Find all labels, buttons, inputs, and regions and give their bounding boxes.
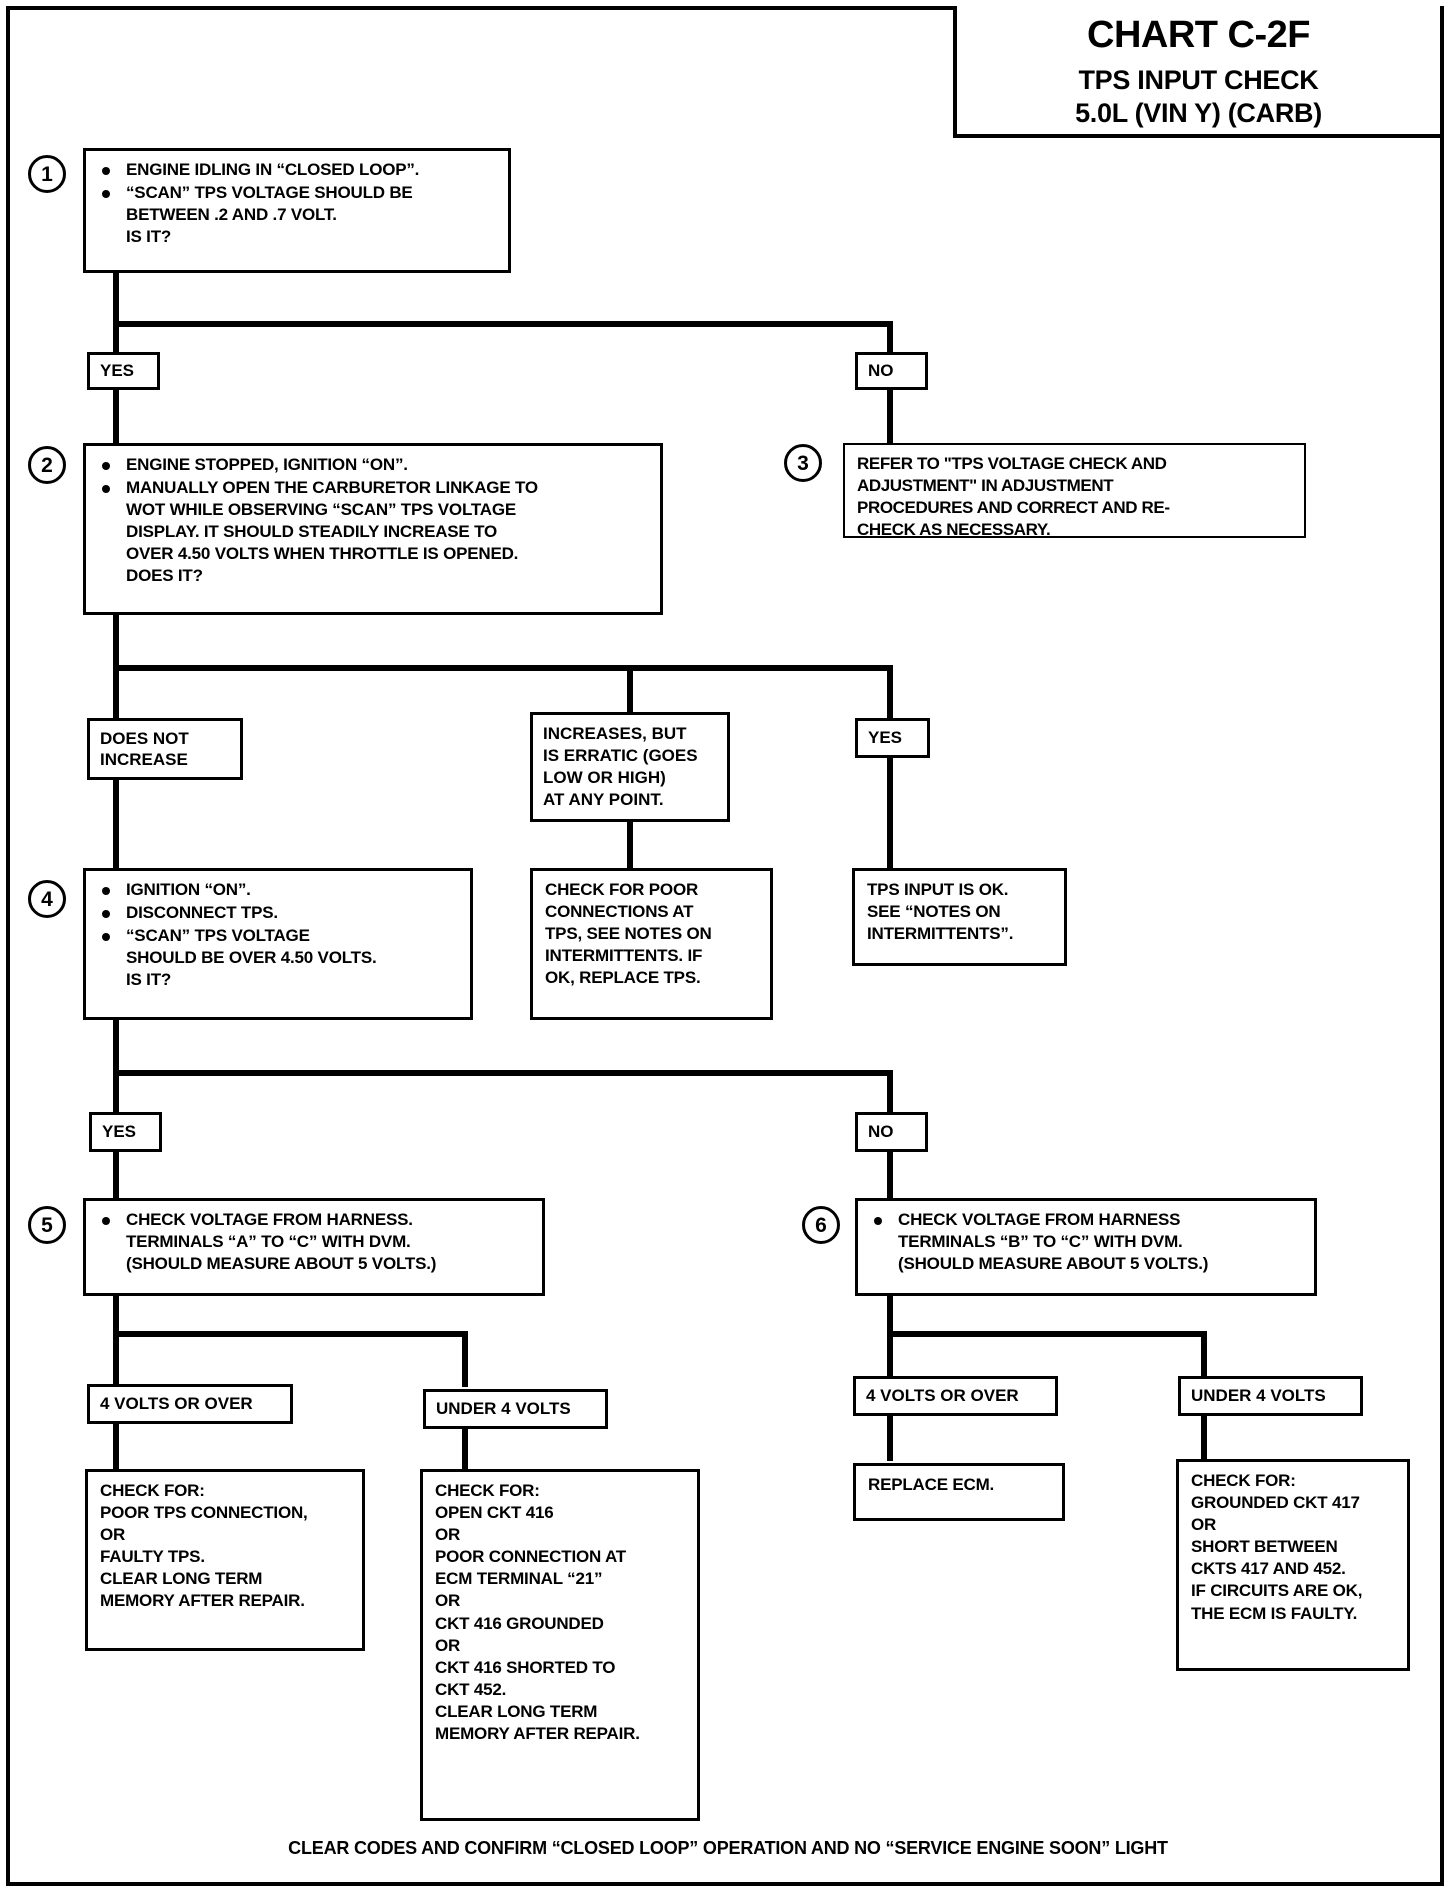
label-no-step1: NO <box>855 352 928 390</box>
label-4-volts-or-over-right: 4 VOLTS OR OVER <box>853 1376 1058 1416</box>
label-yes-step2: YES <box>855 718 930 758</box>
label-no-step4: NO <box>855 1112 928 1152</box>
box-5-bullet-list: CHECK VOLTAGE FROM HARNESS. TERMINALS “A… <box>98 1209 532 1275</box>
box-step-4: IGNITION “ON”. DISCONNECT TPS. “SCAN” TP… <box>83 868 473 1020</box>
connector-2-b3-down <box>887 665 893 720</box>
connector-5r-to-action <box>462 1429 468 1474</box>
connector-6-left-down <box>887 1331 893 1379</box>
box-step-2: ENGINE STOPPED, IGNITION “ON”. MANUALLY … <box>83 443 663 615</box>
connector-1-yes-down <box>113 321 119 354</box>
label-under-4-volts-left: UNDER 4 VOLTS <box>423 1389 608 1429</box>
box-6-bullet-0: CHECK VOLTAGE FROM HARNESS TERMINALS “B”… <box>870 1209 1304 1275</box>
step-circle-5: 5 <box>28 1206 66 1244</box>
connector-2-b1-down <box>113 665 119 720</box>
connector-no1-to-box3 <box>887 390 893 446</box>
box-5-bullet-0: CHECK VOLTAGE FROM HARNESS. TERMINALS “A… <box>98 1209 532 1275</box>
box-2-bullet-list: ENGINE STOPPED, IGNITION “ON”. MANUALLY … <box>98 454 650 588</box>
chart-subtitle: 5.0L (VIN Y) (CARB) <box>1075 98 1322 128</box>
box-action-5-left: CHECK FOR: POOR TPS CONNECTION, OR FAULT… <box>85 1469 365 1651</box>
step-circle-2: 2 <box>28 446 66 484</box>
connector-6-down <box>887 1296 893 1336</box>
box-erratic-action: CHECK FOR POOR CONNECTIONS AT TPS, SEE N… <box>530 868 773 1020</box>
connector-4-split <box>113 1070 893 1076</box>
connector-erratic-to-box <box>627 822 633 870</box>
chart-title: TPS INPUT CHECK <box>1078 65 1319 95</box>
box-step-5: CHECK VOLTAGE FROM HARNESS. TERMINALS “A… <box>83 1198 545 1296</box>
connector-6-split <box>887 1331 1207 1337</box>
step-circle-4: 4 <box>28 880 66 918</box>
footer-note: CLEAR CODES AND CONFIRM “CLOSED LOOP” OP… <box>288 1838 1168 1858</box>
box-1-bullet-1: “SCAN” TPS VOLTAGE SHOULD BE BETWEEN .2 … <box>98 182 498 248</box>
chart-id: CHART C-2F <box>1087 14 1310 56</box>
box-6-bullet-list: CHECK VOLTAGE FROM HARNESS TERMINALS “B”… <box>870 1209 1304 1275</box>
connector-4-down <box>113 1020 119 1075</box>
label-under-4-volts-right: UNDER 4 VOLTS <box>1178 1376 1363 1416</box>
connector-2-down <box>113 615 119 668</box>
box-action-6-left: REPLACE ECM. <box>853 1463 1065 1521</box>
connector-1-split <box>113 321 893 327</box>
connector-1-down <box>113 273 119 321</box>
title-block: CHART C-2F TPS INPUT CHECK 5.0L (VIN Y) … <box>953 6 1444 138</box>
connector-yes2-to-box <box>887 758 893 870</box>
connector-6r-to-action <box>1201 1416 1207 1461</box>
box-step-6: CHECK VOLTAGE FROM HARNESS TERMINALS “B”… <box>855 1198 1317 1296</box>
step-circle-6: 6 <box>802 1206 840 1244</box>
connector-4-no-down <box>887 1070 893 1115</box>
connector-2-split <box>113 665 893 671</box>
box-1-bullet-0: ENGINE IDLING IN “CLOSED LOOP”. <box>98 159 498 181</box>
box-1-bullet-list: ENGINE IDLING IN “CLOSED LOOP”. “SCAN” T… <box>98 159 498 248</box>
connector-6l-to-action <box>887 1416 893 1461</box>
label-yes-step1: YES <box>87 352 160 390</box>
label-4-volts-or-over-left: 4 VOLTS OR OVER <box>87 1384 293 1424</box>
connector-yes4-to-box5 <box>113 1152 119 1202</box>
label-yes-step4: YES <box>89 1112 162 1152</box>
box-2-bullet-1: MANUALLY OPEN THE CARBURETOR LINKAGE TO … <box>98 477 650 587</box>
connector-5-down <box>113 1296 119 1336</box>
box-2-bullet-0: ENGINE STOPPED, IGNITION “ON”. <box>98 454 650 476</box>
connector-yes1-to-box2 <box>113 390 119 446</box>
label-does-not-increase: DOES NOT INCREASE <box>87 718 243 780</box>
connector-1-no-down <box>887 321 893 354</box>
connector-5-right-down <box>462 1331 468 1387</box>
connector-5-left-down <box>113 1331 119 1387</box>
connector-6-right-down <box>1201 1331 1207 1379</box>
connector-4-yes-down <box>113 1070 119 1115</box>
box-4-bullet-0: IGNITION “ON”. <box>98 879 460 901</box>
connector-5l-to-action <box>113 1424 119 1476</box>
box-4-bullet-2: “SCAN” TPS VOLTAGE SHOULD BE OVER 4.50 V… <box>98 925 460 991</box>
connector-dni-to-box4 <box>113 780 119 870</box>
box-step-1: ENGINE IDLING IN “CLOSED LOOP”. “SCAN” T… <box>83 148 511 273</box>
connector-5-split <box>113 1331 468 1337</box>
step-circle-1: 1 <box>28 155 66 193</box>
box-action-5-right: CHECK FOR: OPEN CKT 416 OR POOR CONNECTI… <box>420 1469 700 1821</box>
step-circle-3: 3 <box>784 444 822 482</box>
box-tps-input-ok: TPS INPUT IS OK. SEE “NOTES ON INTERMITT… <box>852 868 1067 966</box>
box-action-6-right: CHECK FOR: GROUNDED CKT 417 OR SHORT BET… <box>1176 1459 1410 1671</box>
box-4-bullet-list: IGNITION “ON”. DISCONNECT TPS. “SCAN” TP… <box>98 879 460 991</box>
connector-no4-to-box6 <box>887 1152 893 1202</box>
connector-2-b2-down <box>627 665 633 720</box>
label-increases-erratic: INCREASES, BUT IS ERRATIC (GOES LOW OR H… <box>530 712 730 822</box>
page-border <box>6 6 1444 1886</box>
box-step-3: REFER TO "TPS VOLTAGE CHECK AND ADJUSTME… <box>843 443 1306 539</box>
box-4-bullet-1: DISCONNECT TPS. <box>98 902 460 924</box>
